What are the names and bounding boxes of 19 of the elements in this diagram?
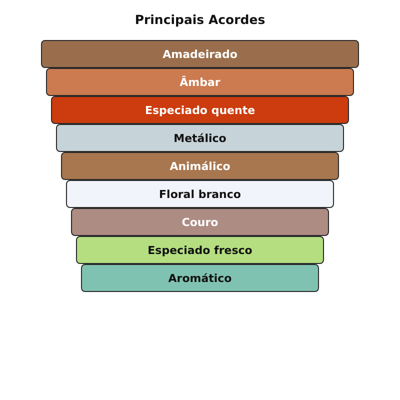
funnel-bar [56,124,344,152]
bar-label: Floral branco [159,188,241,200]
chart-title: Principais Acordes [134,11,266,29]
funnel-bar [51,96,349,124]
funnel-bar [66,180,334,208]
funnel-bar [41,40,359,68]
bar-label: Especiado fresco [148,244,252,256]
bar-label: Metálico [174,132,226,144]
bar-label: Especiado quente [144,104,256,116]
bar-label: Animálico [170,160,230,172]
funnel-bar [61,152,339,180]
bar-label: Couro [182,216,218,228]
funnel-bar [76,236,324,264]
funnel-bar [46,68,354,96]
bar-label: Amadeirado [162,48,238,60]
bar-label: Aromático [168,272,232,284]
funnel-bar [71,208,329,236]
funnel-bar [81,264,319,292]
bar-label: Âmbar [180,76,220,88]
